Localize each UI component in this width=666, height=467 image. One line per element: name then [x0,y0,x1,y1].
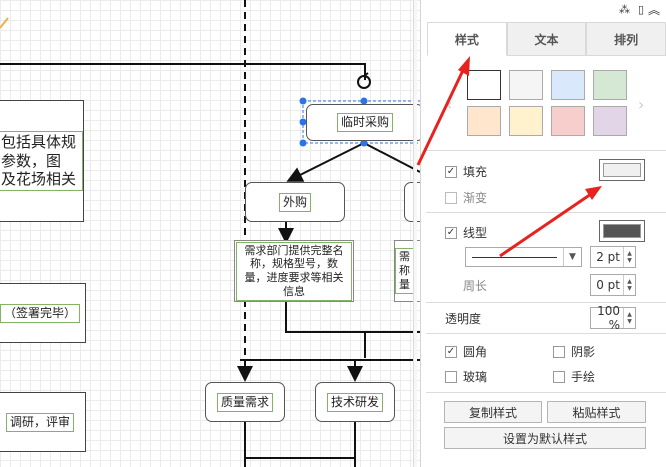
line-width-input[interactable]: 2 pt ▲▼ [590,246,636,268]
set-default-style-button[interactable]: 设置为默认样式 [444,427,646,449]
swatch-green[interactable] [593,70,627,100]
shadow-checkbox[interactable] [553,345,565,358]
chevron-down-icon: ▼ [563,248,581,266]
tech-rd-node[interactable]: 技术研发 [315,382,395,422]
line-checkbox[interactable]: ✓ [445,226,457,239]
perimeter-value: 0 pt [596,278,620,292]
rounded-checkbox[interactable]: ✓ [445,345,457,358]
glass-row: 玻璃 [445,368,487,385]
requirement-partial-text: 需 称 量 [395,248,414,294]
fill-label: 填充 [463,165,488,179]
opacity-row: 透明度 [445,310,481,327]
line-label: 线型 [463,226,488,240]
grid-icon[interactable]: ⁂ [619,3,630,16]
fill-checkbox[interactable]: ✓ [445,165,457,178]
gradient-checkbox[interactable] [445,191,457,204]
perimeter-input[interactable]: 0 pt ▲▼ [590,274,636,296]
swatch-purple[interactable] [593,106,627,136]
quality-req-node[interactable]: 质量需求 [205,382,285,422]
copy-style-button[interactable]: 复制样式 [444,401,542,423]
tab-text[interactable]: 文本 [506,22,587,56]
line-color-button[interactable] [599,220,645,242]
stepper-icon[interactable]: ▲▼ [623,275,635,295]
requirement-text: 需求部门提供完整名称，规格型号，数量，进度要求等相关信息 [236,241,352,301]
panel-tabs: 样式 文本 排列 [427,22,666,56]
divider [426,392,666,393]
gradient-row: 渐变 [445,189,487,206]
shadow-label: 阴影 [571,345,596,359]
stepper-icon[interactable]: ▲▼ [623,247,635,267]
swatch-yellow[interactable] [509,106,543,136]
line-width-value: 2 pt [596,250,620,264]
divider [426,333,666,334]
outsourcing-label: 外购 [278,192,311,212]
stepper-icon[interactable]: ▲▼ [623,308,635,328]
swatch-blue[interactable] [551,70,585,100]
swatch-next-icon[interactable]: › [638,95,645,114]
right-partial-node[interactable] [404,182,420,222]
perimeter-label: 周长 [463,279,488,293]
rotate-icon [357,72,371,89]
tab-arrange[interactable]: 排列 [586,22,666,56]
left-partial-box-1[interactable]: 包括具体规 参数，图 及花场相关 [0,100,84,222]
sketch-row: 手绘 [553,368,595,385]
paste-style-button[interactable]: 粘贴样式 [547,401,646,423]
fill-color-button[interactable] [599,159,645,181]
quality-req-label: 质量需求 [216,392,273,412]
opacity-input[interactable]: 100 % ▲▼ [590,304,636,332]
shadow-row: 阴影 [553,343,595,360]
swatch-prev-icon[interactable]: ‹ [446,95,453,114]
glass-label: 玻璃 [463,370,488,384]
temp-purchase-node[interactable]: 临时采购 [306,104,420,141]
glass-checkbox[interactable] [445,370,457,383]
rounded-label: 圆角 [463,345,488,359]
left-box-2-text: （签署完毕） [0,303,80,323]
canvas-edge [413,0,417,467]
line-style-preview [472,257,557,258]
fill-color-swatch [603,163,641,177]
tech-rd-label: 技术研发 [326,392,383,412]
swatch-gray[interactable] [509,70,543,100]
left-box-3-text: 调研，评审 [5,412,74,432]
sketch-checkbox[interactable] [553,370,565,383]
tab-style[interactable]: 样式 [427,22,507,56]
rounded-row: ✓ 圆角 [445,343,487,360]
line-color-swatch [603,224,641,238]
swatch-orange[interactable] [467,106,501,136]
left-partial-box-3[interactable]: 调研，评审 [0,392,86,452]
connector-lines [0,0,420,467]
left-box-1-text: 包括具体规 参数，图 及花场相关 [0,130,83,192]
line-row: ✓ 线型 [445,224,487,241]
panel-toggle-icon[interactable]: ▯ [637,3,644,16]
divider [426,150,666,151]
requirement-node[interactable]: 需求部门提供完整名称，规格型号，数量，进度要求等相关信息 [234,240,354,302]
swatch-white[interactable] [467,70,501,100]
diagram-canvas[interactable]: 包括具体规 参数，图 及花场相关 （签署完毕） 调研，评审 临时采购 外购 需求… [0,0,420,467]
temp-purchase-label: 临时采购 [336,113,393,132]
line-style-select[interactable]: ▼ [465,247,582,267]
gradient-label: 渐变 [463,191,488,205]
left-partial-box-2[interactable]: （签署完毕） [0,283,86,343]
outsourcing-node[interactable]: 外购 [245,182,345,222]
swatch-red[interactable] [551,106,585,136]
perimeter-row: 周长 [463,277,487,294]
opacity-value: 100 % [597,304,620,332]
panel-toolbar: ⁂ ▯ ︽ [421,0,666,22]
fill-row: ✓ 填充 [445,163,487,180]
sketch-label: 手绘 [571,370,596,384]
divider [426,302,666,303]
opacity-label: 透明度 [445,312,482,326]
collapse-icon[interactable]: ︽ [647,3,660,17]
divider [426,212,666,213]
